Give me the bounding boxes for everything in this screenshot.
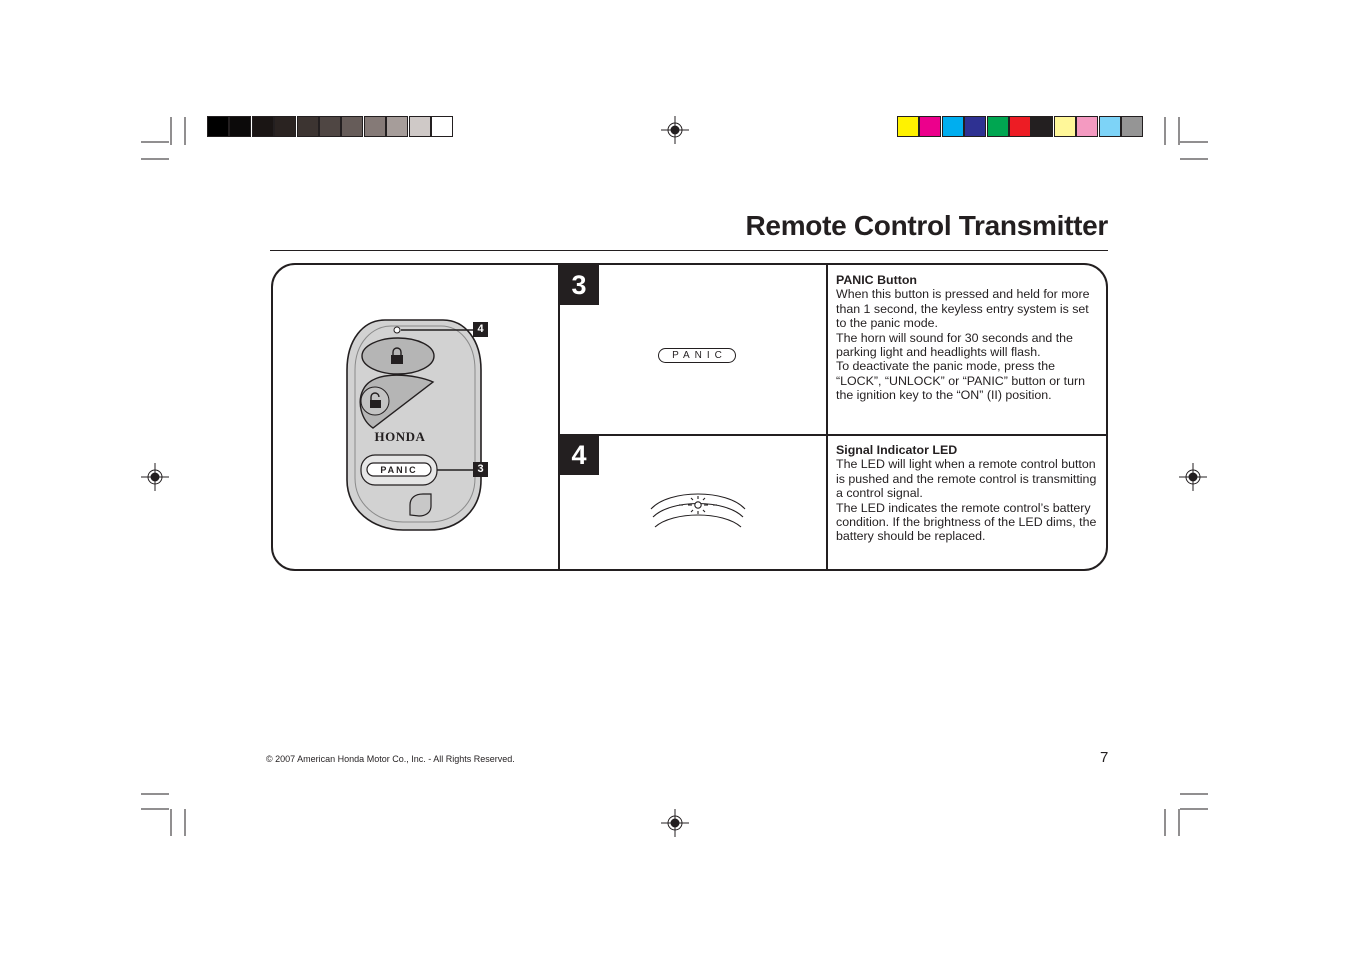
row-divider bbox=[558, 434, 1106, 436]
panic-paragraph-1: When this button is pressed and held for… bbox=[836, 287, 1090, 331]
color-swatch bbox=[941, 116, 964, 137]
panic-description: PANIC Button When this button is pressed… bbox=[836, 273, 1098, 403]
page-title: Remote Control Transmitter bbox=[745, 210, 1109, 241]
panic-paragraph-3: To deactivate the panic mode, press the … bbox=[836, 359, 1086, 403]
grayscale-swatch bbox=[363, 116, 386, 137]
led-paragraph-1: The LED will light when a remote control… bbox=[836, 457, 1097, 501]
color-swatch bbox=[1098, 116, 1121, 137]
color-swatch bbox=[1053, 116, 1076, 137]
led-paragraph-2: The LED indicates the remote control’s b… bbox=[836, 500, 1097, 544]
key-release bbox=[409, 493, 432, 517]
color-swatch bbox=[1031, 116, 1054, 137]
signal-led bbox=[393, 326, 401, 334]
led-illustration bbox=[650, 493, 746, 528]
grayscale-swatch bbox=[431, 116, 453, 137]
led-heading: Signal Indicator LED bbox=[836, 443, 958, 457]
led-description: Signal Indicator LED The LED will light … bbox=[836, 443, 1098, 544]
grayscale-swatch bbox=[408, 116, 431, 137]
color-swatch bbox=[1076, 116, 1099, 137]
grayscale-swatch bbox=[319, 116, 341, 137]
grayscale-swatch bbox=[386, 116, 409, 137]
panic-paragraph-2: The horn will sound for 30 seconds and t… bbox=[836, 330, 1073, 360]
grayscale-swatch bbox=[229, 116, 252, 137]
title-divider bbox=[270, 250, 1108, 251]
grayscale-swatch bbox=[251, 116, 274, 137]
panic-heading: PANIC Button bbox=[836, 273, 917, 287]
honda-logo-text: HONDA bbox=[375, 429, 426, 444]
content-panel: HONDA PANIC 4 3 3 PANIC PANIC Button Whe… bbox=[271, 263, 1108, 571]
color-swatch bbox=[986, 116, 1009, 137]
callout-panic-number: 3 bbox=[473, 462, 488, 477]
panic-button-label: PANIC bbox=[380, 465, 417, 475]
copyright-notice: © 2007 American Honda Motor Co., Inc. - … bbox=[266, 754, 515, 764]
grayscale-swatch bbox=[341, 116, 364, 137]
column-divider-right bbox=[826, 265, 828, 569]
remote-illustration: HONDA PANIC bbox=[346, 319, 482, 531]
color-swatch bbox=[1009, 116, 1031, 137]
color-swatch bbox=[919, 116, 942, 137]
grayscale-swatch bbox=[296, 116, 319, 137]
callout-led-number: 4 bbox=[473, 322, 488, 337]
item-number-panic: 3 bbox=[559, 265, 599, 305]
color-swatch bbox=[964, 116, 987, 137]
color-swatch bbox=[897, 116, 919, 137]
grayscale-swatch bbox=[207, 116, 229, 137]
column-divider-left bbox=[558, 265, 560, 569]
page-number: 7 bbox=[1100, 749, 1109, 766]
color-swatch bbox=[1121, 116, 1143, 137]
item-number-led: 4 bbox=[559, 435, 599, 475]
grayscale-swatch bbox=[274, 116, 297, 137]
panic-button-illustration: PANIC bbox=[658, 348, 736, 363]
